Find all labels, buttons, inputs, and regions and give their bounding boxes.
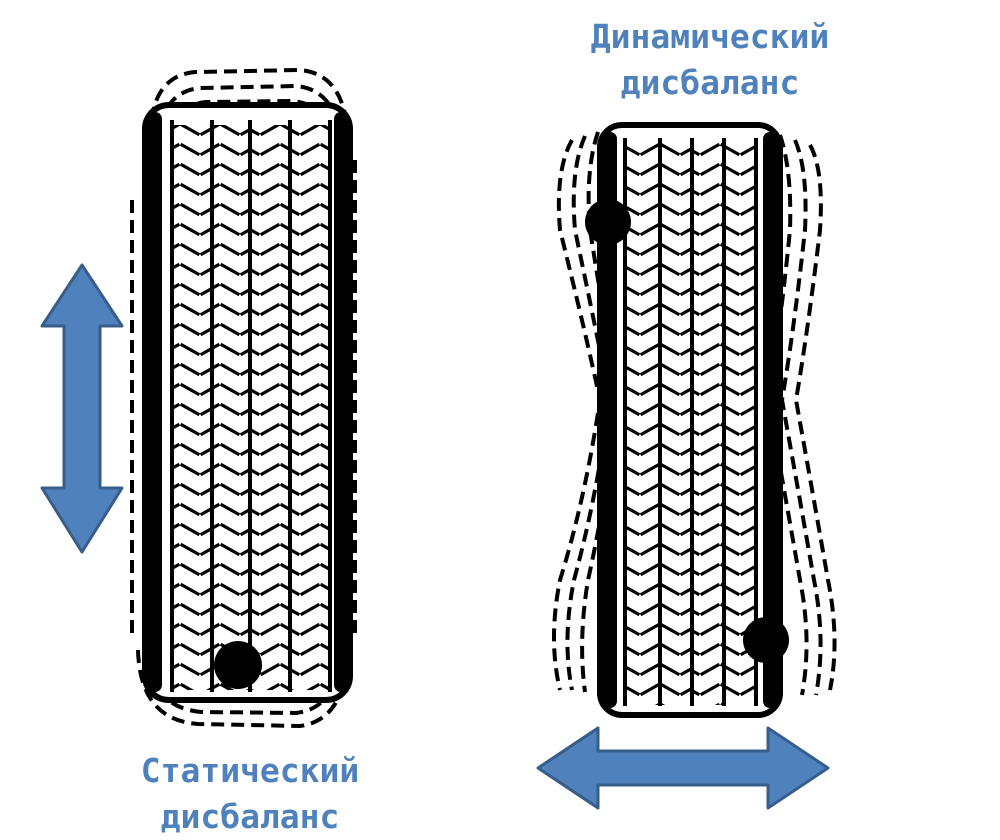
static-grooves	[170, 120, 332, 692]
dynamic-label-line2: дисбаланс	[620, 63, 800, 102]
static-label-line1: Статический	[140, 751, 360, 790]
dynamic-tire-sidewall-left	[603, 132, 617, 708]
dynamic-tire	[552, 122, 837, 718]
static-weight-marker	[214, 641, 262, 689]
dynamic-imbalance-label: Динамический дисбаланс	[520, 14, 900, 106]
dynamic-weight-marker-top	[585, 199, 631, 245]
dynamic-weight-marker-bottom	[743, 617, 789, 663]
static-imbalance-label: Статический дисбаланс	[55, 748, 445, 840]
static-tire-sidewall-left	[148, 112, 162, 692]
dynamic-tire-sidewall-right	[763, 132, 777, 708]
static-label-line2: дисбаланс	[160, 797, 340, 836]
double-arrow-horizontal-icon	[536, 726, 830, 810]
static-tire-sidewall-right	[334, 112, 348, 692]
dynamic-label-line1: Динамический	[590, 17, 830, 56]
static-tire	[130, 67, 357, 729]
double-arrow-vertical-icon	[40, 263, 124, 554]
dynamic-grooves	[623, 138, 758, 706]
